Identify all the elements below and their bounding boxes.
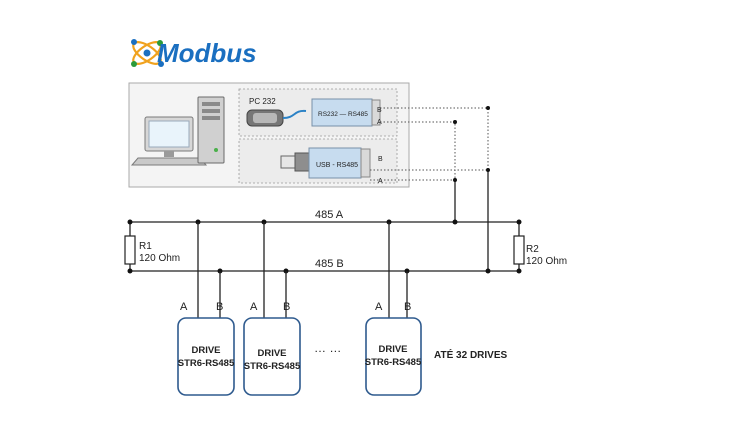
usb-terminal-a: A xyxy=(378,178,383,185)
drive-2-title: DRIVE xyxy=(257,348,286,359)
atom-icon xyxy=(131,39,164,67)
drive-2-model: STR6-RS485 xyxy=(244,361,301,372)
drive-3-title: DRIVE xyxy=(378,344,407,355)
r2-value: 120 Ohm xyxy=(526,256,567,267)
drive-3-pin-b: B xyxy=(404,301,411,313)
drive-1-pin-a: A xyxy=(180,301,188,313)
max-drives-label: ATÉ 32 DRIVES xyxy=(434,348,507,361)
resistor-r1 xyxy=(124,222,136,271)
pc232-label: PC 232 xyxy=(249,97,276,106)
rs232-terminal-a: A xyxy=(377,119,382,126)
drive-1-pin-b: B xyxy=(216,301,223,313)
rs232-rs485-converter xyxy=(311,98,373,127)
drive-2-pin-b: B xyxy=(283,301,290,313)
rs232-converter-label: RS232 — RS485 xyxy=(318,111,368,118)
rs232-terminal-b: B xyxy=(377,107,382,114)
modbus-logo: Modbus xyxy=(131,38,257,68)
drive-2: A B DRIVE STR6-RS485 xyxy=(243,222,301,396)
logo-text: Modbus xyxy=(157,38,257,68)
usb-terminal-b: B xyxy=(378,156,383,163)
bus-b-label: 485 B xyxy=(315,258,344,270)
resistor-r2 xyxy=(513,222,525,271)
rs232-cable xyxy=(282,109,307,119)
drive-3-pin-a: A xyxy=(375,301,383,313)
more-drives-ellipsis: … … xyxy=(314,341,341,355)
usb-rs485-converter xyxy=(308,147,362,179)
drive-1-model: STR6-RS485 xyxy=(178,358,235,369)
drive-3: A B DRIVE STR6-RS485 xyxy=(365,222,422,396)
drive-1: A B DRIVE STR6-RS485 xyxy=(177,222,235,396)
usb-converter-label: USB - RS485 xyxy=(316,162,358,169)
usb-plug-icon xyxy=(280,152,310,172)
drive-3-model: STR6-RS485 xyxy=(365,357,422,368)
drive-2-pin-a: A xyxy=(250,301,258,313)
db9-connector-icon xyxy=(246,109,284,127)
bus-a-label: 485 A xyxy=(315,209,344,221)
r2-name: R2 xyxy=(526,244,539,255)
computer-icon xyxy=(130,96,225,166)
drive-1-title: DRIVE xyxy=(191,345,220,356)
r1-name: R1 xyxy=(139,241,152,252)
r1-value: 120 Ohm xyxy=(139,253,180,264)
